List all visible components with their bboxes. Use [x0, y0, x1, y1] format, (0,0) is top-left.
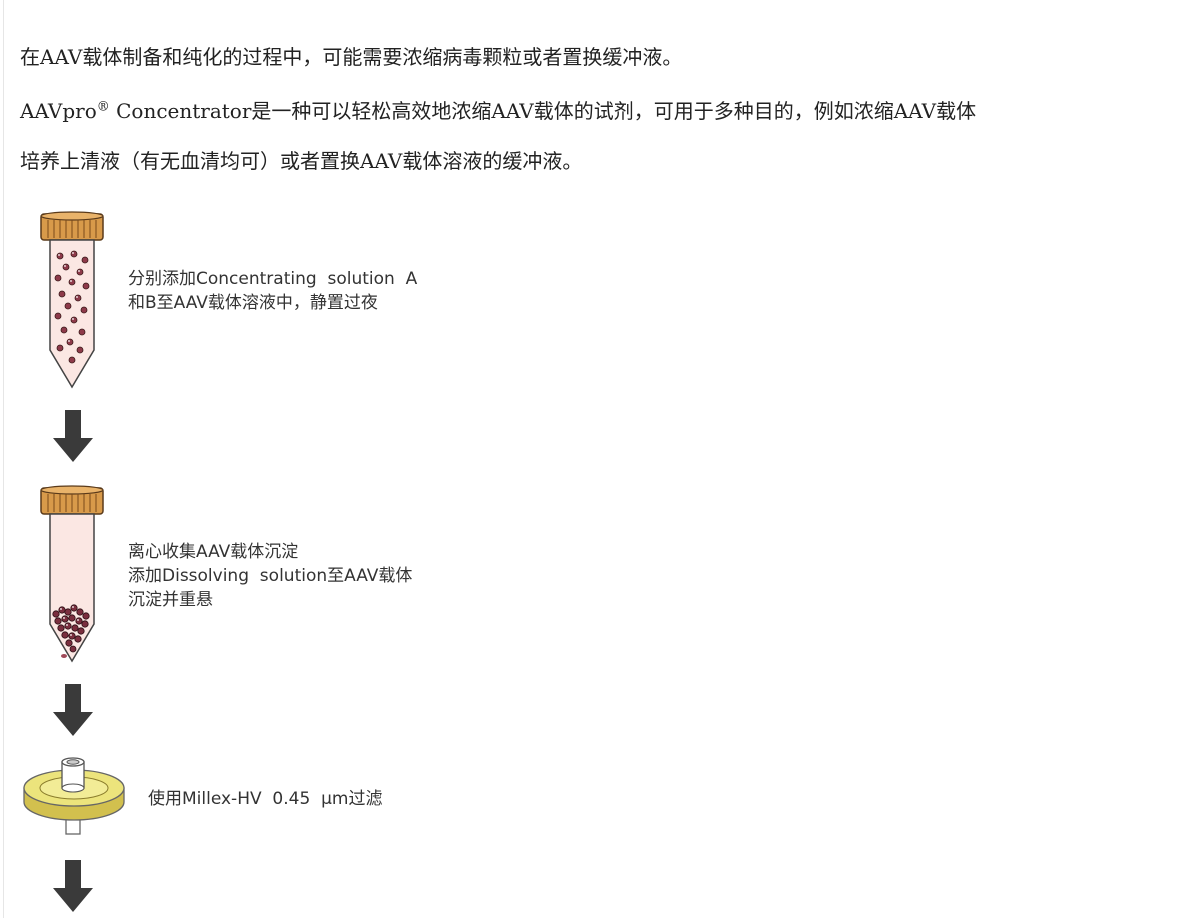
description-line1: Concentrator是一种可以轻松高效地浓缩AAV载体的试剂，可用于多种目的…	[109, 99, 977, 123]
step2-text: 离心收集AAV载体沉淀添加Dissolving solution至AAV载体沉淀…	[128, 540, 412, 612]
arrow-down-icon	[53, 410, 93, 462]
tube-with-particles-icon	[40, 211, 104, 389]
product-name: AAVpro	[20, 99, 97, 123]
description-line2: 培养上清液（有无血清均可）或者置换AAV载体溶液的缓冲液。	[20, 149, 583, 173]
syringe-filter-icon	[23, 757, 125, 835]
page-left-border	[3, 0, 4, 918]
step1-text: 分别添加Concentrating solution A 和B至AAV载体溶液中，…	[128, 267, 417, 315]
step2-line3: 沉淀并重悬	[128, 590, 213, 610]
step1-line2: 和B至AAV载体溶液中，静置过夜	[128, 293, 378, 313]
step1-line1: 分别添加Concentrating solution A	[128, 269, 418, 289]
arrow-down-icon	[53, 684, 93, 736]
tube-with-pellet-icon	[40, 485, 104, 663]
step2-line1: 离心收集AAV载体沉淀	[128, 542, 299, 562]
intro-paragraph: 在AAV载体制备和纯化的过程中，可能需要浓缩病毒颗粒或者置换缓冲液。	[20, 45, 683, 69]
arrow-down-icon	[53, 860, 93, 912]
step3-line1: 使用Millex-HV 0.45 μm过滤	[148, 789, 383, 809]
description-paragraph: AAVpro® Concentrator是一种可以轻松高效地浓缩AAV载体的试剂…	[20, 96, 1050, 126]
registered-mark: ®	[96, 99, 110, 115]
step2-line2: 添加Dissolving solution至AAV载体	[128, 566, 413, 586]
step3-text: 使用Millex-HV 0.45 μm过滤	[148, 787, 382, 811]
